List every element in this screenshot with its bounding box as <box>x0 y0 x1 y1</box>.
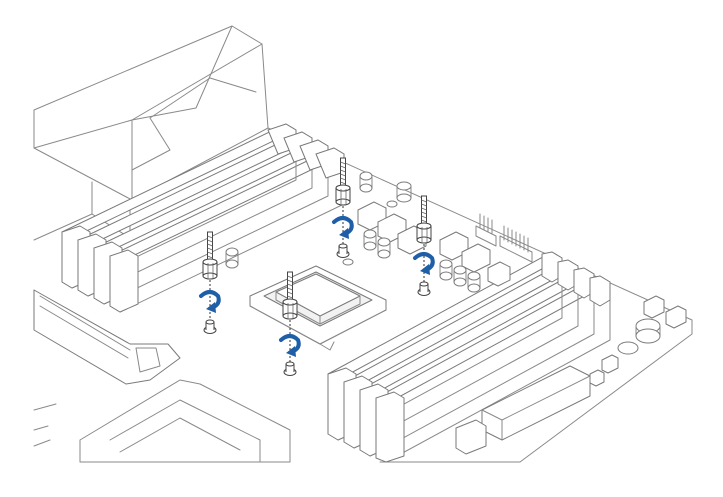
clockwise-screw-arrow-icon <box>413 252 435 272</box>
dimm-slots-right <box>327 251 611 463</box>
vrm-components <box>225 171 511 293</box>
arrow-head-icon <box>286 346 296 357</box>
clockwise-screw-arrow-icon <box>332 216 354 236</box>
cpu-socket <box>249 265 387 351</box>
standoff-4 <box>279 271 301 376</box>
dimm-slots-left <box>61 123 345 313</box>
standoff-2 <box>332 157 354 258</box>
standoff-1 <box>199 231 221 334</box>
pcie-slot <box>33 289 181 385</box>
standoff-group <box>199 157 435 376</box>
arrow-head-icon <box>420 264 430 275</box>
standoff-3 <box>413 195 435 296</box>
clockwise-screw-arrow-icon <box>279 334 301 354</box>
chipset-heatsink <box>33 379 291 463</box>
power-connector <box>455 365 591 455</box>
arrow-head-icon <box>339 228 349 239</box>
arrow-head-icon <box>206 302 216 313</box>
right-components <box>589 295 687 387</box>
clockwise-screw-arrow-icon <box>199 290 221 310</box>
pin-headers <box>475 213 533 263</box>
